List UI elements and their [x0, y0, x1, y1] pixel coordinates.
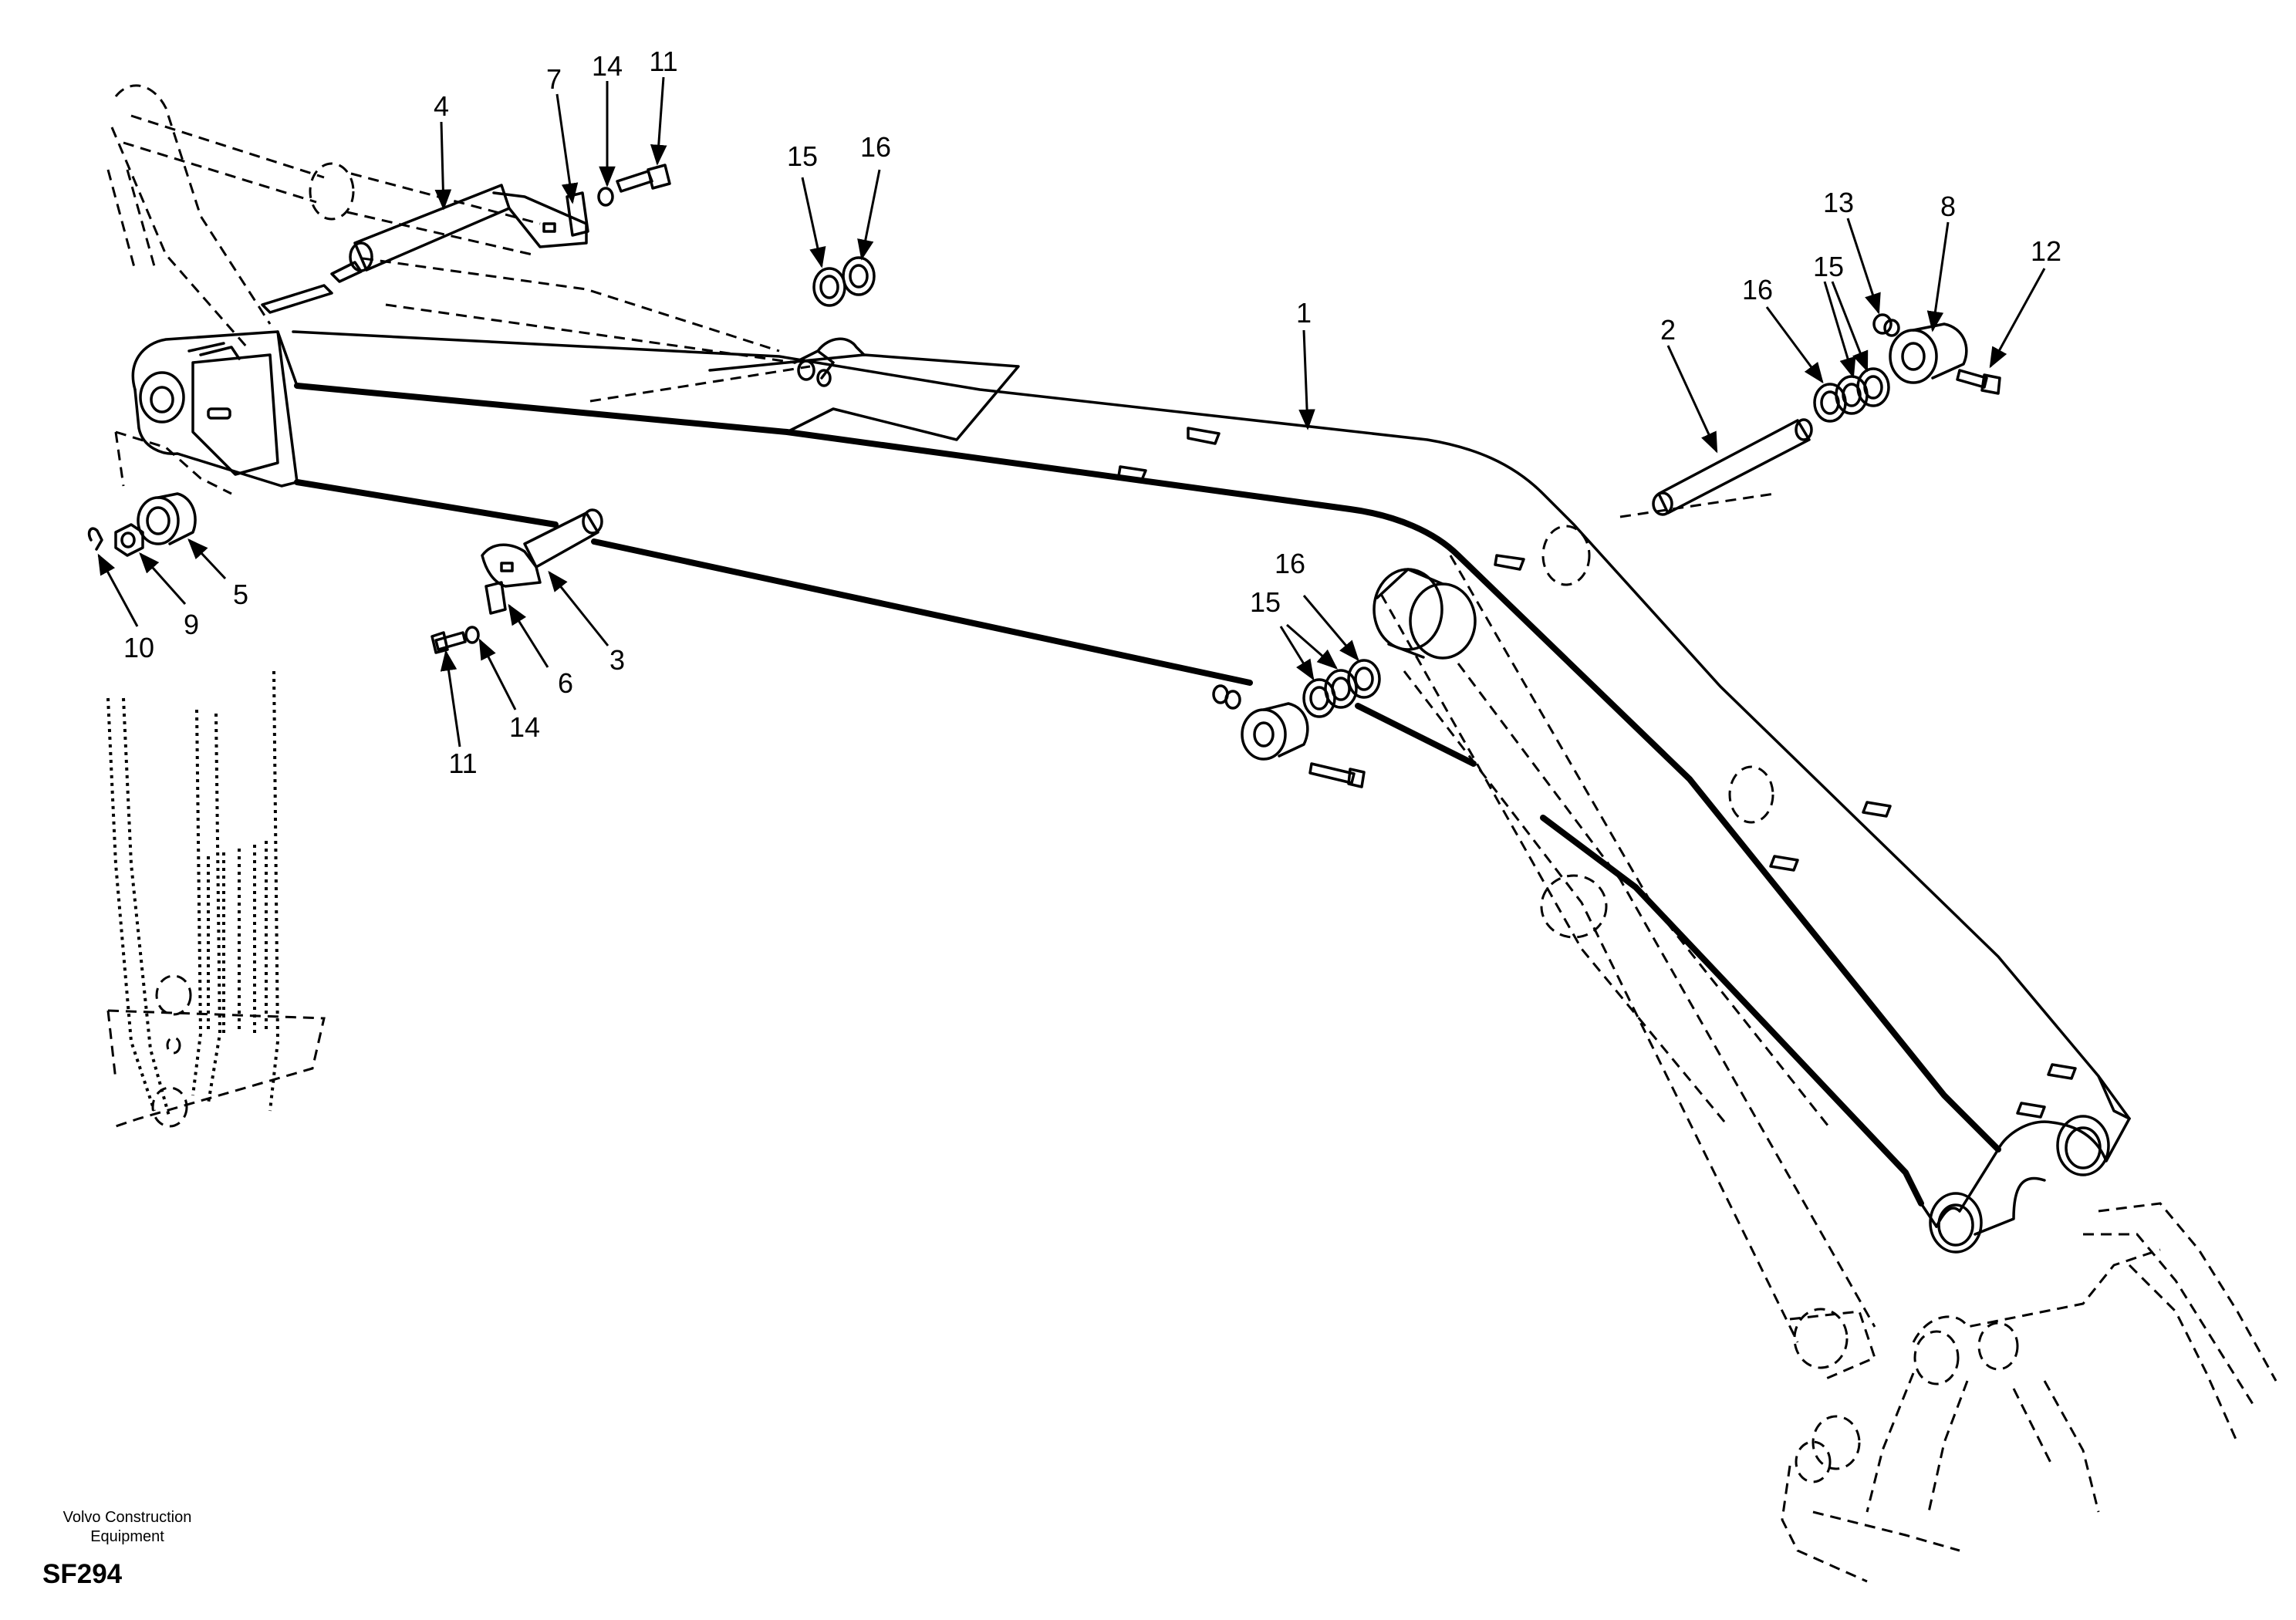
callout-14-bottom: 14 [509, 711, 540, 743]
callout-9: 9 [184, 609, 199, 640]
collar-5 [137, 492, 197, 545]
collar-8 [1889, 322, 1968, 384]
plate-6 [485, 581, 507, 615]
callout-5: 5 [233, 579, 248, 610]
bolt-12 [1956, 369, 2001, 395]
company-name-line1: Volvo Construction [62, 1509, 192, 1526]
callout-15-mid: 15 [1250, 586, 1281, 618]
callout-14-top: 14 [592, 50, 623, 82]
callout-16-right: 16 [1742, 274, 1773, 305]
phantom-machine-outline [106, 84, 2277, 1583]
callout-11-bottom: 11 [448, 748, 477, 779]
drawing-code: SF294 [42, 1559, 123, 1589]
pin-2 [1652, 418, 1813, 516]
callout-15-right: 15 [1813, 251, 1844, 282]
callout-1: 1 [1296, 297, 1312, 329]
nut-13 [1872, 313, 1900, 337]
plate-7 [566, 191, 589, 237]
bolt-11-top [616, 164, 671, 193]
callout-8: 8 [1940, 191, 1956, 222]
washer-14-bottom [464, 626, 480, 644]
callout-15-top: 15 [787, 140, 818, 172]
collar-mid [1212, 684, 1366, 788]
washer-14-top [597, 187, 614, 207]
pin-10 [87, 527, 103, 551]
callout-12: 12 [2031, 235, 2061, 267]
callout-11-top: 11 [649, 46, 677, 77]
callout-labels: 1 2 3 4 5 6 7 8 9 10 11 11 12 13 14 14 1… [123, 46, 2061, 779]
leader-lines [97, 76, 2046, 748]
pin-3 [481, 508, 603, 588]
shims-15-16-top [812, 256, 876, 307]
callout-13: 13 [1823, 187, 1854, 218]
callout-2: 2 [1660, 314, 1676, 346]
company-name-line2: Equipment [90, 1528, 164, 1545]
drawing-footer: Volvo Construction Equipment SF294 [39, 1508, 216, 1590]
callout-6: 6 [558, 667, 573, 699]
callout-4: 4 [434, 90, 449, 122]
callout-16-top: 16 [860, 131, 891, 163]
boom-body [131, 284, 2131, 1254]
callout-10: 10 [123, 632, 154, 663]
callout-3: 3 [609, 644, 625, 676]
callout-16-mid: 16 [1275, 548, 1305, 579]
bolt-11-bottom [430, 631, 467, 654]
pin-4 [330, 184, 588, 283]
shims-15-16-mid [1302, 659, 1381, 718]
nut-9 [114, 523, 144, 557]
shims-15-16-right [1813, 367, 1890, 423]
callout-7: 7 [546, 63, 562, 95]
